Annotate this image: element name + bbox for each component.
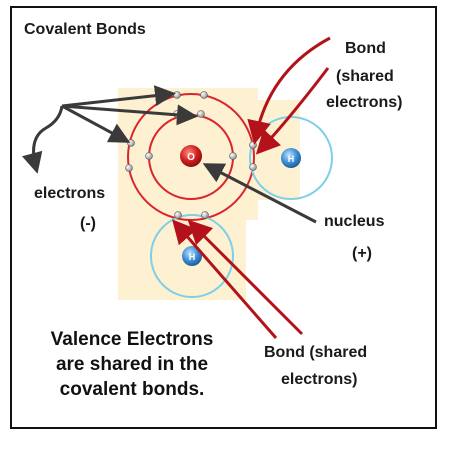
electron [127,139,135,147]
hydrogen-bottom-nucleus [182,246,202,266]
electron [145,152,153,160]
nucleus-charge-label: (+) [352,245,372,262]
note-line1: Valence Electrons [50,329,214,350]
bond-bottom-label-line2: electrons) [281,371,358,388]
electron [200,91,208,99]
note-line3: covalent bonds. [59,379,205,400]
electron [197,110,205,118]
hydrogen-bottom-symbol: H [189,252,196,262]
bond-arrows [172,36,331,339]
hydrogen-bottom-shell [150,214,234,298]
electron [229,152,237,160]
electron [173,91,181,99]
electron [201,211,209,219]
bond-bottom-label-line1: Bond (shared [264,344,368,361]
bond-top-label-line1: Bond [345,40,386,57]
electron [249,141,257,149]
electron [249,163,257,171]
electron [174,211,182,219]
hydrogen-right-nucleus [281,148,301,168]
hydrogen-right-symbol: H [288,154,295,164]
nucleus-label: nucleus [324,213,385,230]
note-line2: are shared in the [55,354,209,375]
diagram-title: Covalent Bonds [24,21,146,38]
oxygen-nucleus [180,145,202,167]
electrons-label: electrons [34,185,106,202]
nucleus-arrow [202,163,317,224]
electrons-charge-label: (-) [80,215,96,232]
bond-top-label-line3: electrons) [326,94,403,111]
electron-arrows [21,85,198,174]
oxygen-symbol: O [187,152,195,163]
electron [125,164,133,172]
bond-top-label-line2: (shared [336,68,394,85]
